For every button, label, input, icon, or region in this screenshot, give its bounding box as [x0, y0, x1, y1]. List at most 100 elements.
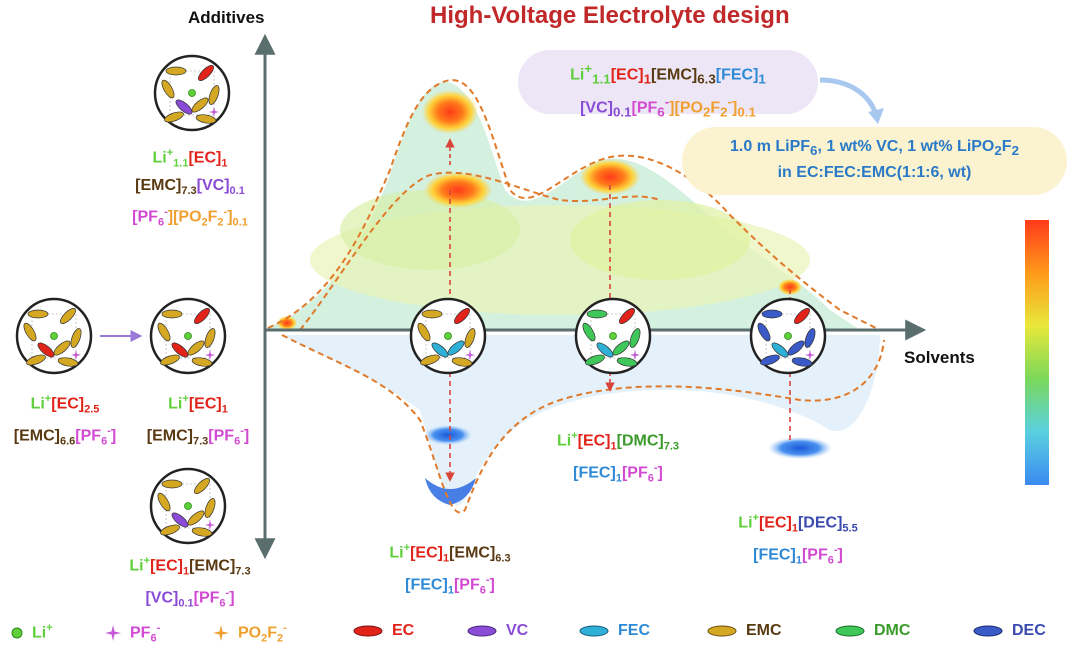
- formula-additive-left: Li+[EC]2.5 [EMC]6.6[PF6-]: [13, 393, 117, 448]
- formula-solvent-dmc: Li+[EC]1[DMC]7.3 [FEC]1[PF6-]: [556, 430, 680, 485]
- fec-molecule: [431, 342, 449, 358]
- emc-molecule: [23, 322, 37, 342]
- formula-additive-top: Li+1.1[EC]1 [EMC]7.3[VC]0.1 [PF6-][PO2F2…: [132, 147, 248, 229]
- li-dot-icon: [11, 627, 23, 639]
- formula-additive-mid: Li+[EC]1 [EMC]7.3[PF6-]: [146, 393, 250, 448]
- emc-molecule: [161, 479, 183, 489]
- circle-additive-top: [153, 54, 231, 132]
- emc-molecule: [164, 111, 184, 123]
- formula-additive-bottom: Li+[EC]1[EMC]7.3 [VC]0.1[PF6-]: [129, 555, 251, 610]
- lower-landscape: [282, 335, 880, 506]
- legend-item-emc: EMC: [706, 622, 782, 640]
- dec-molecule: [787, 340, 805, 356]
- fec-molecule: [771, 342, 789, 358]
- star-icon: [105, 625, 121, 642]
- ellipse-icon: [579, 625, 609, 637]
- emc-molecule: [421, 309, 443, 319]
- emc-molecule: [204, 498, 216, 518]
- emc-molecule: [161, 79, 175, 99]
- emc-molecule: [191, 357, 213, 367]
- circle-solvent-emc: [409, 297, 487, 375]
- emc-molecule: [451, 357, 473, 367]
- emc-molecule: [26, 354, 46, 366]
- emc-molecule: [204, 328, 216, 348]
- optimized-formula-bubble: Li+1.1[EC]1[EMC]6.3[FEC]1 [VC]0.1[PF6-][…: [518, 50, 818, 119]
- pf6-anion: [205, 350, 215, 360]
- ellipse-icon: [973, 625, 1003, 637]
- fec-molecule: [596, 342, 614, 358]
- emc-molecule: [195, 114, 217, 124]
- emc-molecule: [191, 97, 209, 113]
- pf6-anion: [805, 350, 815, 360]
- x-axis-label: Solvents: [904, 348, 975, 367]
- star-icon: [213, 625, 229, 642]
- emc-molecule: [70, 328, 82, 348]
- formula-solvent-dec: Li+[EC]1[DEC]5.5 [FEC]1[PF6-]: [738, 512, 858, 567]
- ec-molecule: [198, 65, 214, 81]
- ellipse-icon: [835, 625, 865, 637]
- ec-molecule: [794, 308, 810, 324]
- envelope-upper-inner: [299, 171, 661, 331]
- ellipse-icon: [707, 625, 737, 637]
- dec-molecule: [804, 328, 816, 348]
- li-ion: [184, 502, 192, 510]
- li-ion: [188, 89, 196, 97]
- emc-molecule: [208, 85, 220, 105]
- legend-item-po2f2: PO2F2-: [212, 622, 287, 645]
- ellipse-icon: [467, 625, 497, 637]
- vc-molecule: [171, 512, 189, 528]
- emc-molecule: [53, 340, 71, 356]
- pf6-anion: [630, 350, 640, 360]
- y-axis-label: Additives: [188, 8, 265, 27]
- emc-molecule: [191, 527, 213, 537]
- legend-item-ec: EC: [352, 622, 414, 640]
- dmc-molecule: [629, 328, 641, 348]
- emc-molecule: [160, 524, 180, 536]
- emc-molecule: [157, 492, 171, 512]
- emc-molecule: [60, 308, 76, 324]
- pf6-anion: [71, 350, 81, 360]
- pf6-anion: [205, 520, 215, 530]
- page-title: High-Voltage Electrolyte design: [430, 2, 790, 29]
- emc-molecule: [165, 66, 187, 76]
- pf6-anion: [209, 107, 219, 117]
- li-ion: [609, 332, 617, 340]
- circle-solvent-dec: [749, 297, 827, 375]
- formula-solvent-emc: Li+[EC]1[EMC]6.3 [FEC]1[PF6-]: [389, 542, 511, 597]
- fec-molecule: [447, 340, 465, 356]
- ec-molecule: [619, 308, 635, 324]
- li-ion: [184, 332, 192, 340]
- pf6-anion: [465, 350, 475, 360]
- li-ion: [50, 332, 58, 340]
- emc-molecule: [160, 354, 180, 366]
- legend-item-fec: FEC: [578, 622, 650, 640]
- emc-molecule: [157, 322, 171, 342]
- dmc-molecule: [582, 322, 596, 342]
- emc-molecule: [57, 357, 79, 367]
- legend-item-dec: DEC: [972, 622, 1046, 640]
- dmc-molecule: [586, 309, 608, 319]
- emc-molecule: [161, 309, 183, 319]
- recipe-bubble: 1.0 m LiPF6, 1 wt% VC, 1 wt% LiPO2F2 in …: [682, 127, 1067, 195]
- li-ion: [784, 332, 792, 340]
- circle-additive-bottom: [149, 467, 227, 545]
- dec-molecule: [760, 354, 780, 366]
- legend-item-dmc: DMC: [834, 622, 910, 640]
- emc-molecule: [27, 309, 49, 319]
- emc-molecule: [420, 354, 440, 366]
- circle-additive-left: [15, 297, 93, 375]
- legend-item-li: Li+: [10, 622, 53, 642]
- vc-molecule: [175, 99, 193, 115]
- legend-item-vc: VC: [466, 622, 528, 640]
- envelope-upper-outer: [267, 78, 881, 331]
- ec-molecule: [37, 342, 55, 358]
- emc-molecule: [417, 322, 431, 342]
- legend-item-pf6: PF6-: [104, 622, 160, 645]
- dmc-molecule: [585, 354, 605, 366]
- color-scale-bar: [1025, 220, 1049, 485]
- emc-molecule: [187, 510, 205, 526]
- dmc-molecule: [616, 357, 638, 367]
- emc-molecule: [464, 328, 476, 348]
- ellipse-icon: [353, 625, 383, 637]
